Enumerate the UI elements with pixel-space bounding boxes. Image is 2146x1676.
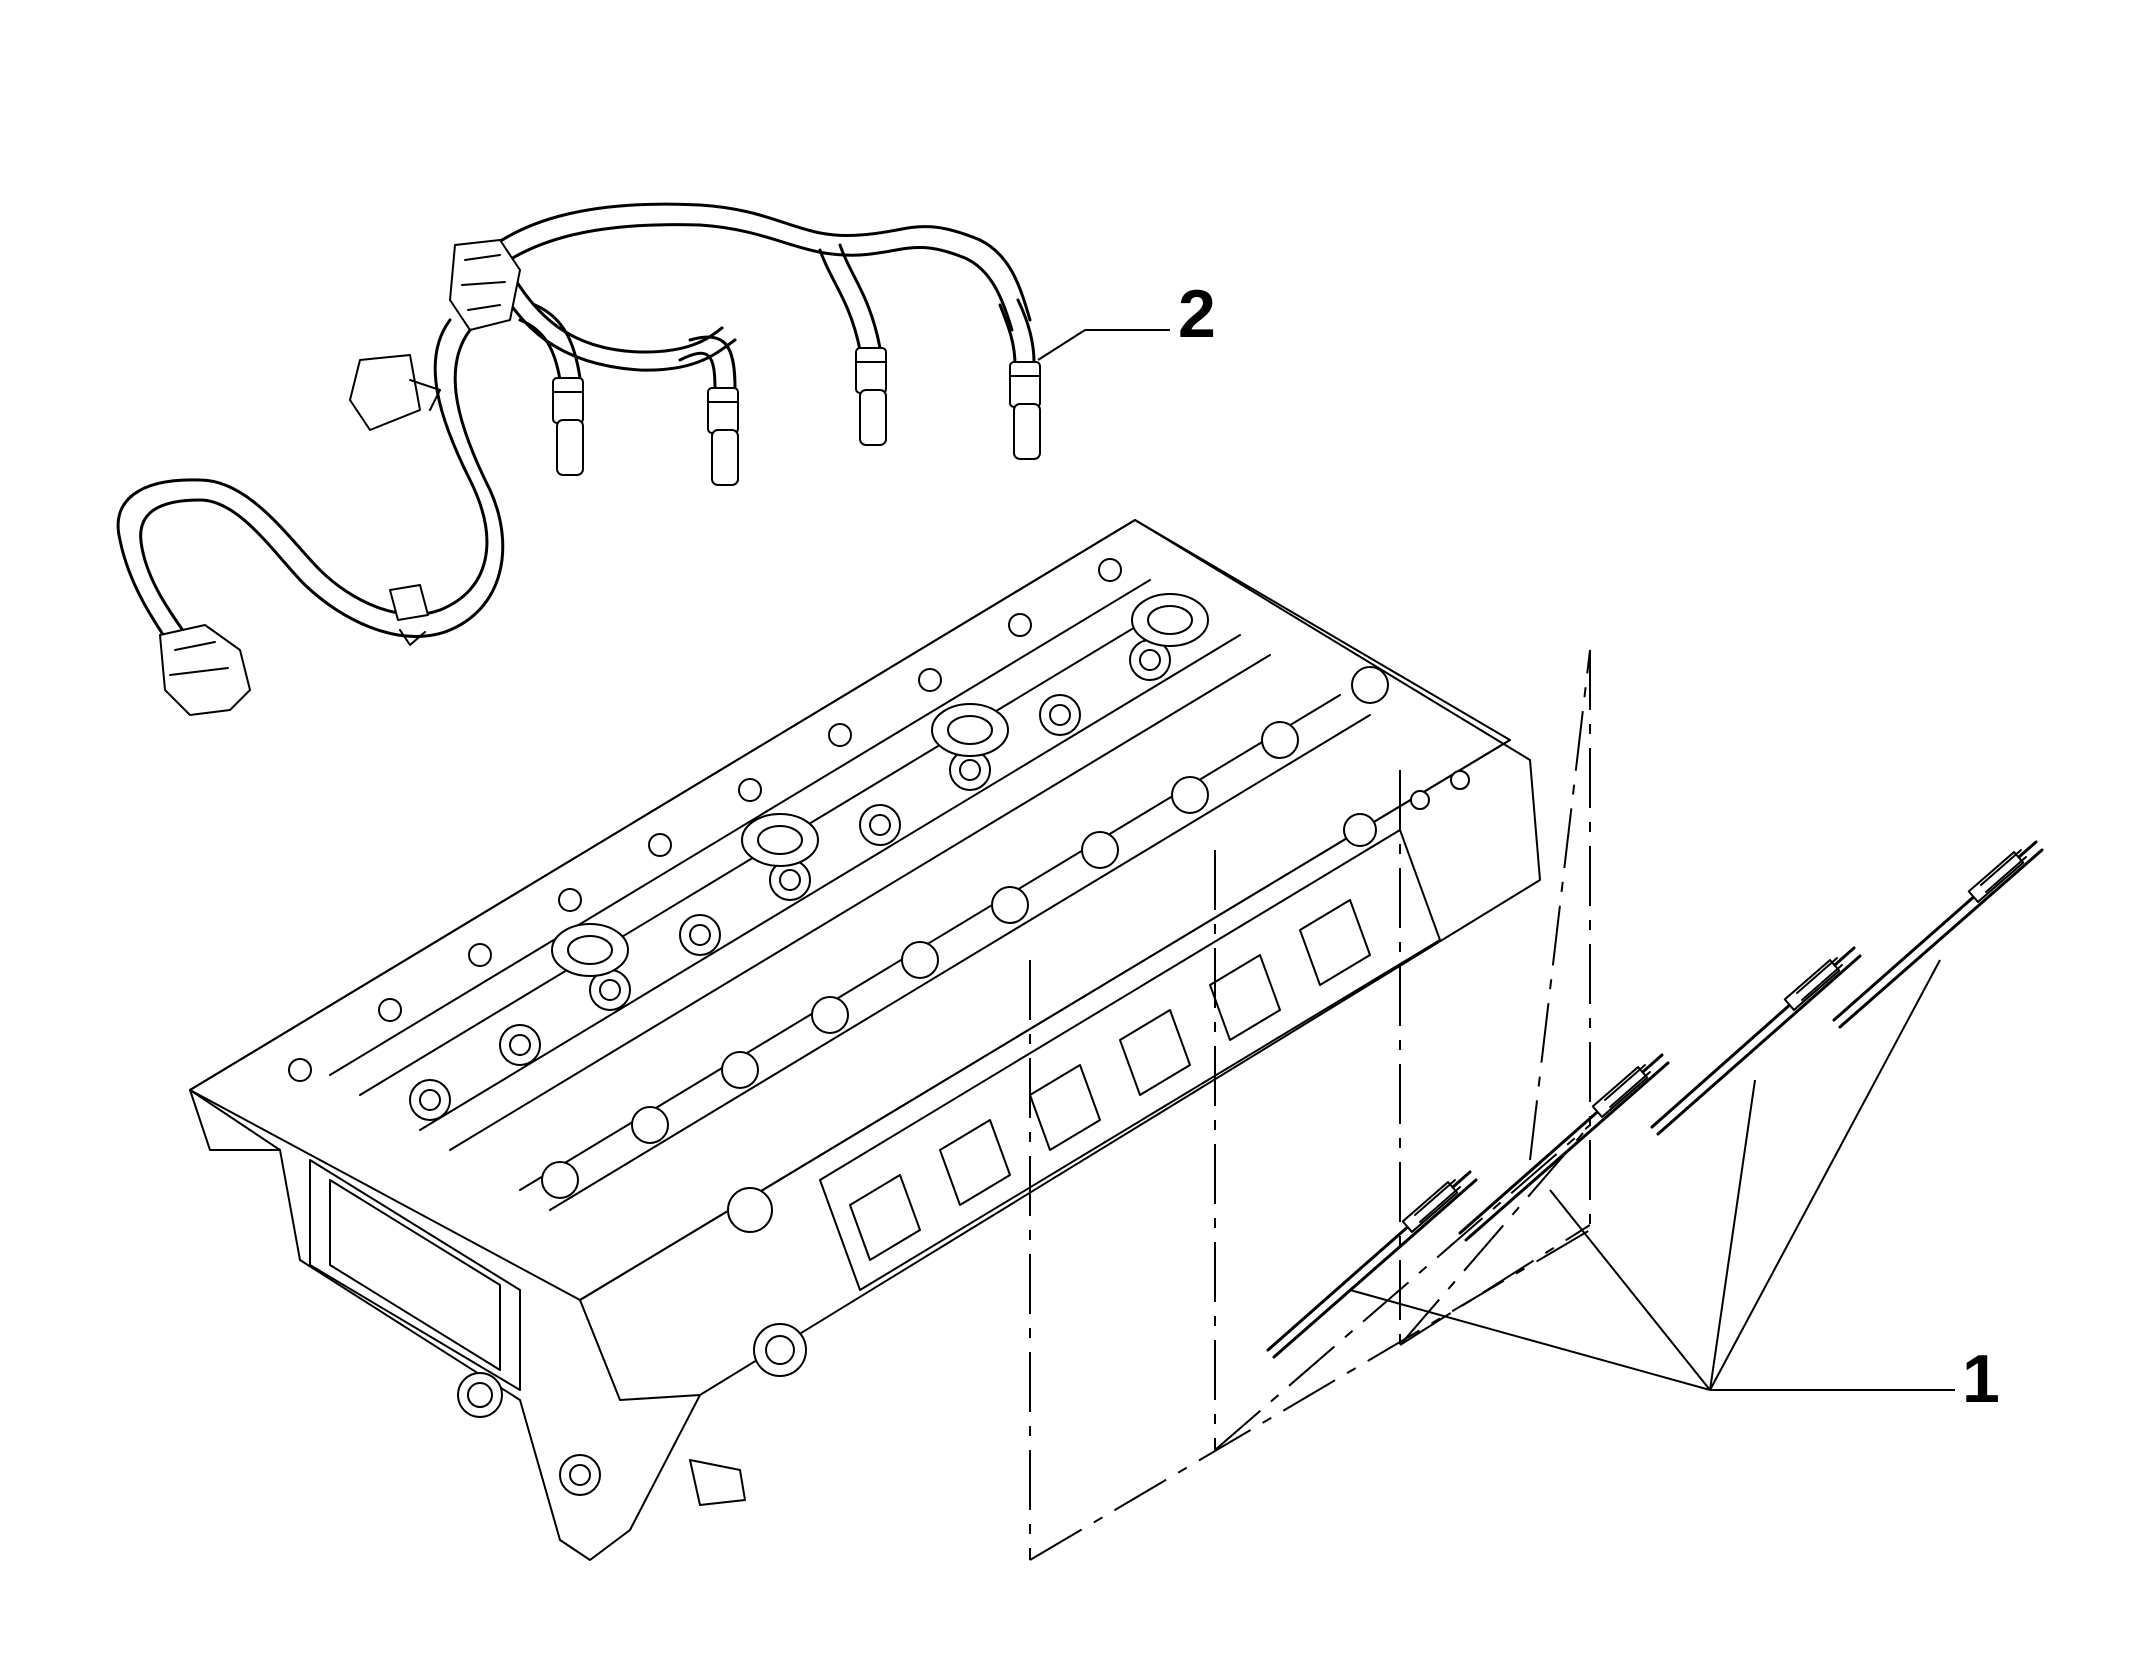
harness-connector-1	[552, 377, 584, 476]
glow-plug-1[interactable]	[1266, 1170, 1478, 1359]
harness-end-connector	[159, 624, 251, 716]
glow-plug-4[interactable]	[1832, 840, 2044, 1029]
harness-connector-4	[1009, 361, 1041, 460]
deck-holes	[288, 558, 1470, 1233]
glow-plug-2[interactable]	[1458, 1053, 1670, 1242]
callout-leaders	[1037, 329, 1955, 1391]
glow-plug-3[interactable]	[1650, 946, 1862, 1136]
glow-plugs[interactable]	[1266, 840, 2044, 1359]
harness-connector-3	[855, 347, 887, 446]
installation-axis-lines	[1029, 649, 1591, 1561]
harness-inline-connector	[349, 354, 441, 431]
glow-plug-wiring-harness[interactable]	[116, 202, 1041, 716]
cylinder-head	[189, 519, 1541, 1561]
callout-label-harness: 2	[1178, 276, 1216, 352]
harness-connector-2	[707, 387, 739, 486]
callout-label-glow-plug: 1	[1962, 1341, 2000, 1417]
